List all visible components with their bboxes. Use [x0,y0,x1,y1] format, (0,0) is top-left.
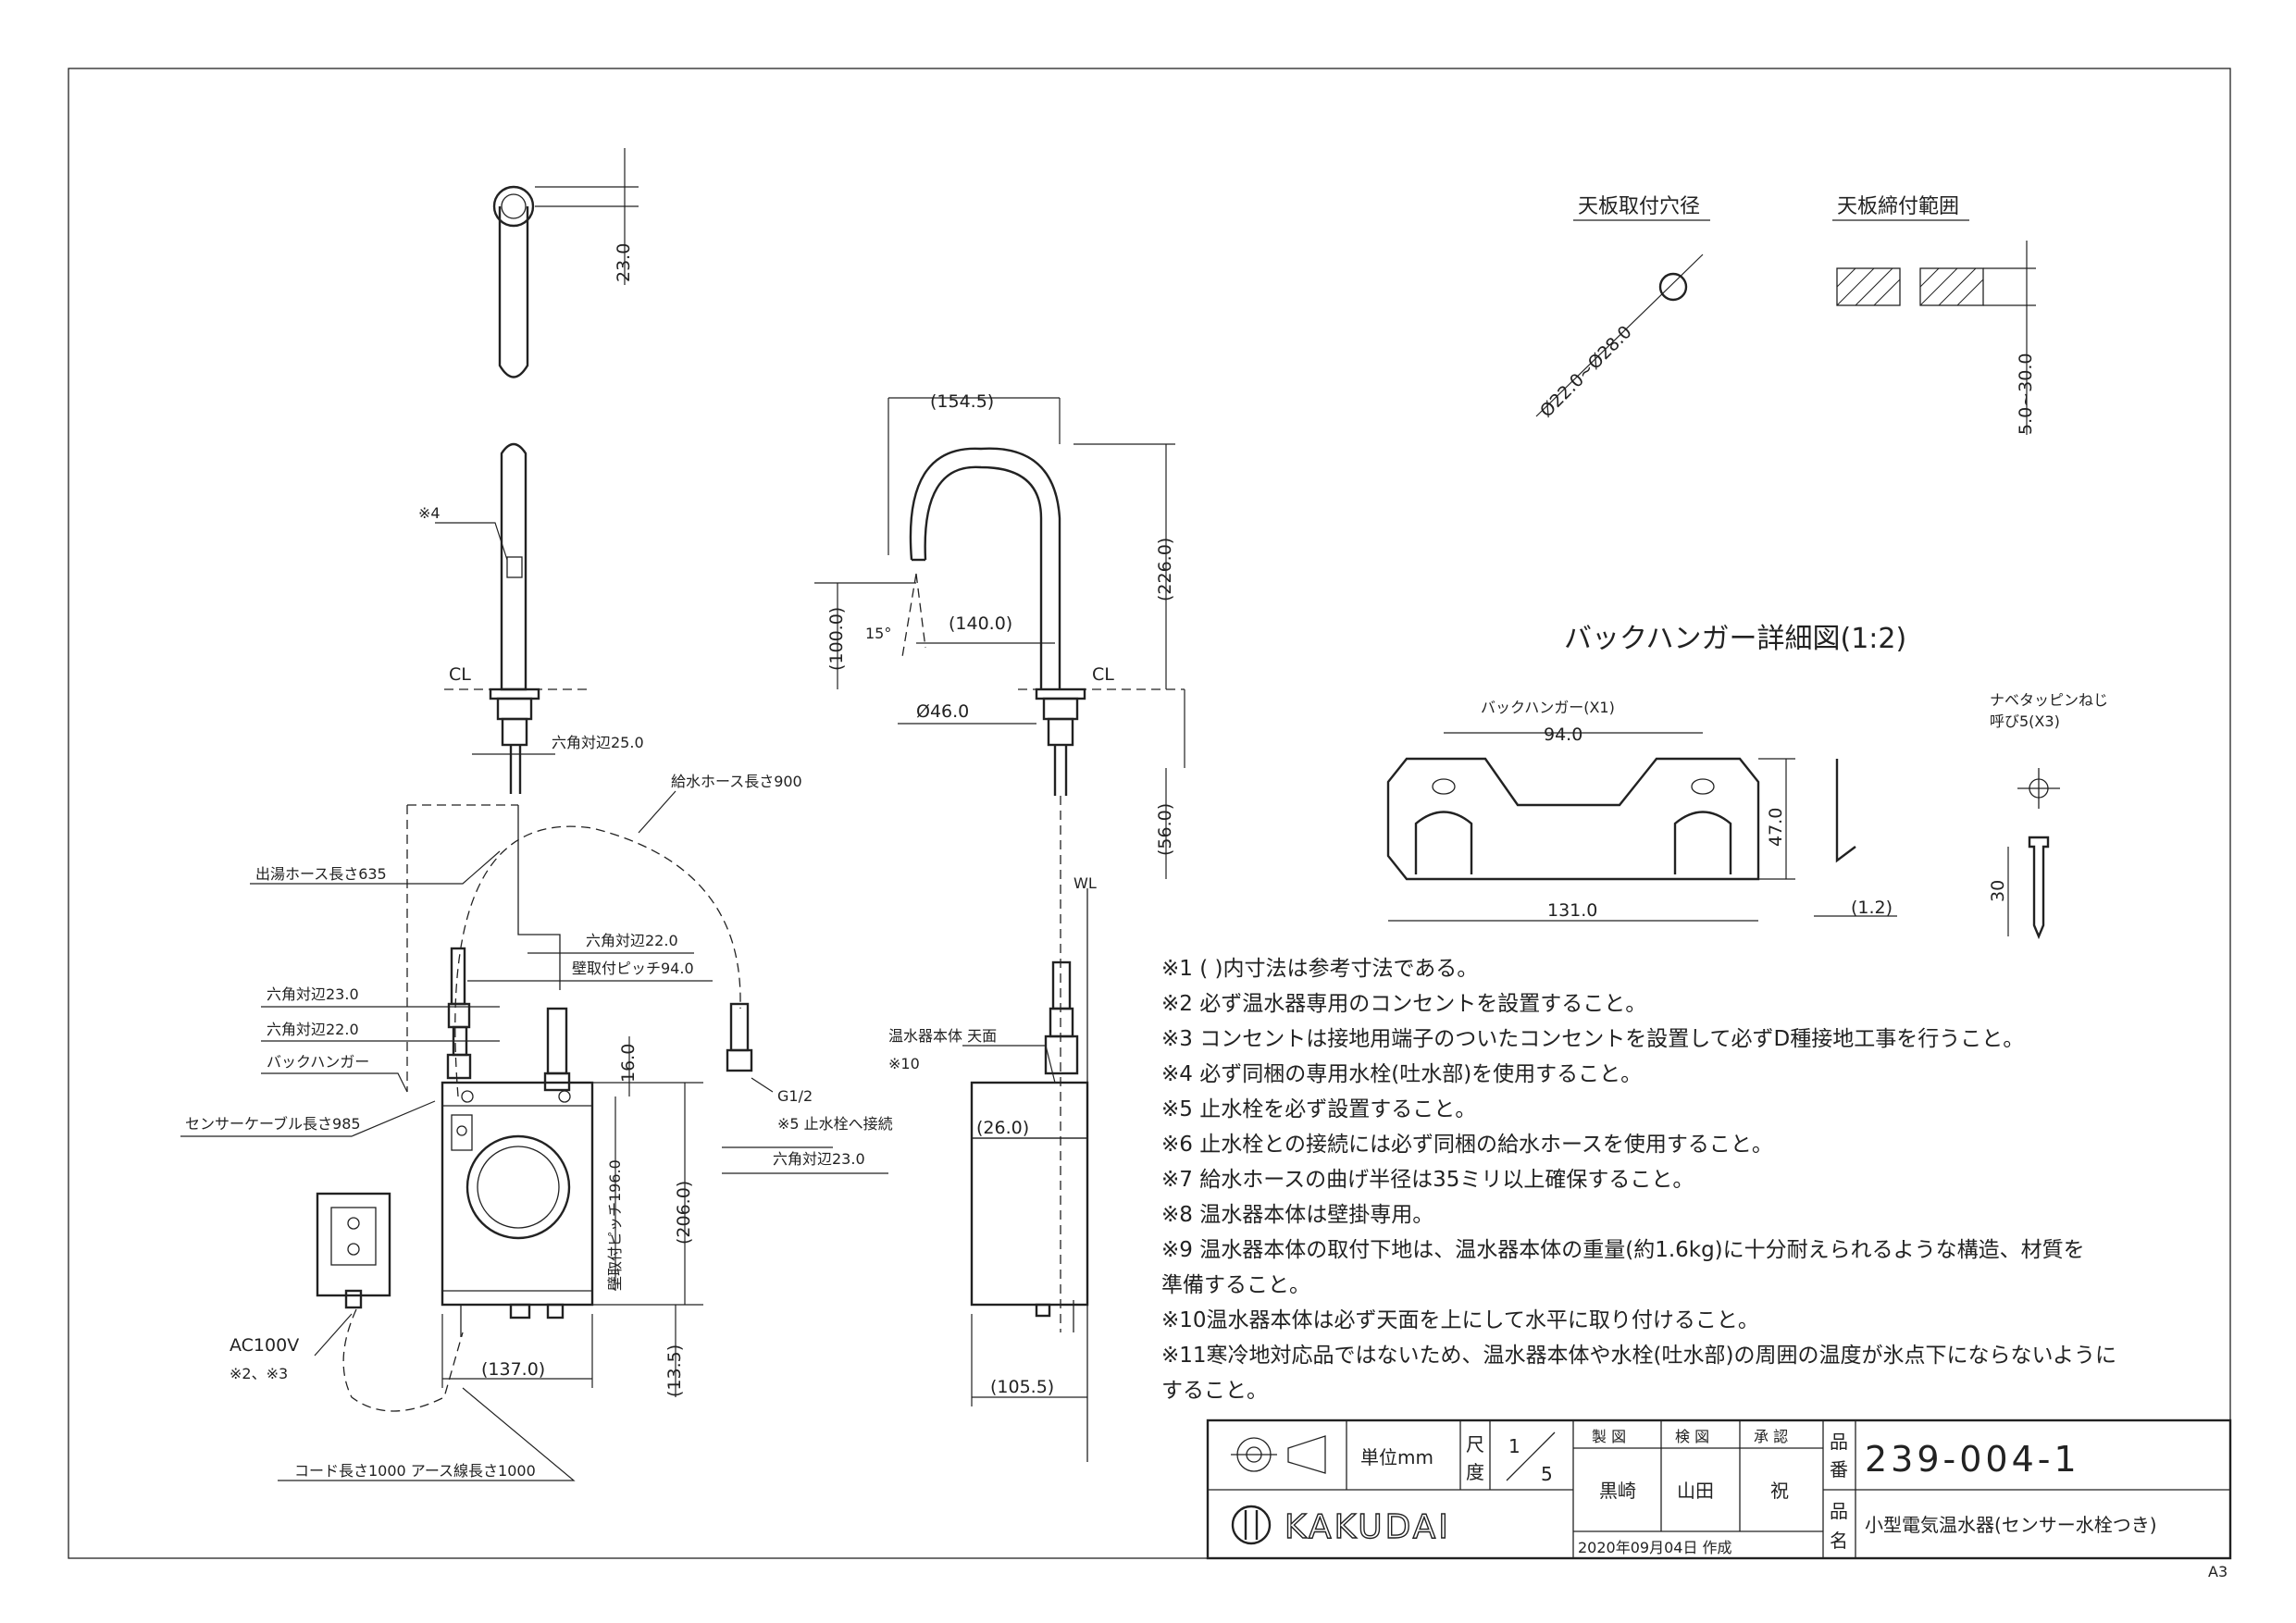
dim-226: (226.0) [1155,538,1175,601]
dim-140: (140.0) [949,613,1012,634]
screw-30: 30 [1988,880,2008,902]
note-9-cont: 準備すること。 [1161,1273,1310,1297]
hex-25-label: 六角対辺25.0 [552,734,644,751]
dim-13-5: (13.5) [664,1344,685,1397]
dim-206: (206.0) [674,1181,694,1245]
plate-dim: 5.0~30.0 [2016,353,2036,435]
note-8: ※8 温水器本体は壁掛専用。 [1161,1203,1433,1227]
hanger-title: バックハンガー詳細図(1:2) [1564,623,1906,655]
ac100v-label: AC100V [230,1335,299,1356]
dim-23: 23.0 [614,243,634,282]
hole-dim: Ø22.0~Ø28.0 [1536,322,1636,422]
faucet-front-view: ※4 CL 六角対辺25.0 給水ホース長さ900 出湯ホース長さ635 六角対… [180,442,893,1481]
g12-label: G1/2 [777,1087,813,1105]
note-5: ※5 止水栓を必ず設置すること。 [1161,1097,1476,1121]
checked-by: 山田 [1677,1480,1714,1502]
pitch-94-label: 壁取付ピッチ94.0 [572,960,694,977]
part-name-label-1: 品 [1830,1500,1848,1522]
scale-label-1: 尺 [1466,1433,1484,1456]
dim-16: 16.0 [618,1044,639,1083]
back-hanger-label: バックハンガー [267,1053,369,1071]
cl-mark: CL [449,664,471,685]
note-3: ※3 コンセントは接地用端子のついたコンセントを設置して必ずD種接地工事を行うこ… [1161,1027,2024,1051]
sheet-border [68,68,2231,1559]
hex-23-right-label: 六角対辺23.0 [773,1150,865,1168]
scale-numerator: 1 [1508,1435,1520,1457]
part-no-label-1: 品 [1830,1431,1848,1453]
note-7: ※7 給水ホースの曲げ半径は35ミリ以上確保すること。 [1161,1168,1694,1192]
drawn-label: 製 図 [1592,1428,1626,1445]
note-9: ※9 温水器本体の取付下地は、温水器本体の重量(約1.6kg)に十分耐えられるよ… [1161,1238,2085,1262]
note-11-cont: すること。 [1161,1379,1268,1403]
title-block: 単位mm 尺 度 1 5 製 図 検 図 承 認 黒崎 山田 祝 2020年09… [1206,1419,2232,1560]
dim-56: (56.0) [1155,803,1175,856]
hanger-131: 131.0 [1547,900,1597,921]
note-4: ※4 必ず同梱の専用水栓(吐水部)を使用すること。 [1161,1062,1642,1086]
hanger-94: 94.0 [1544,725,1582,745]
dim-137: (137.0) [481,1359,545,1380]
faucet-side-view: (154.5) (226.0) (100.0) (140.0) 15° CL (… [814,391,1185,1462]
hex-23-left-label: 六角対辺23.0 [267,985,359,1003]
note-2: ※2 必ず温水器専用のコンセントを設置すること。 [1161,992,1646,1016]
note-10: ※10温水器本体は必ず天面を上にして水平に取り付けること。 [1161,1308,1759,1332]
note-ref-4: ※4 [418,504,441,522]
part-no-label-2: 番 [1830,1458,1848,1481]
note-10-label: ※10 [888,1055,920,1072]
note-5-label: ※5 止水栓へ接続 [777,1115,893,1133]
note-11: ※11寒冷地対応品ではないため、温水器本体や水栓(吐水部)の周囲の温度が氷点下に… [1161,1344,2116,1368]
hanger-plate [1386,757,1760,881]
power-outlet [316,1192,391,1297]
sensor-cable-label: センサーケーブル長さ985 [185,1115,361,1133]
checked-label: 検 図 [1675,1428,1709,1445]
logo-text: KAKUDAI [1285,1508,1451,1546]
heater-body-side [970,1081,1089,1307]
screw-spec: 呼び5(X3) [1990,712,2060,730]
hex-22-left-label: 六角対辺22.0 [267,1021,359,1038]
part-number: 239-004-1 [1865,1439,2080,1480]
drawn-by: 黒崎 [1599,1480,1636,1502]
dim-154-5: (154.5) [930,391,994,412]
outlet-hose-label: 出湯ホース長さ635 [255,865,387,883]
dim-26: (26.0) [976,1118,1029,1138]
part-name: 小型電気温水器(センサー水栓つき) [1865,1514,2157,1536]
mounting-hole-detail: 天板取付穴径 Ø22.0~Ø28.0 [1535,195,1710,422]
hole-title: 天板取付穴径 [1578,195,1700,218]
wl-mark: WL [1074,874,1097,892]
dim-105-5: (105.5) [990,1377,1054,1397]
angle-15: 15° [865,625,891,642]
unit-label: 単位mm [1360,1446,1433,1468]
side-cl-mark: CL [1092,664,1114,685]
screw-label: ナベタッピンねじ [1990,691,2108,709]
dim-100: (100.0) [826,607,847,671]
approved-label: 承 認 [1754,1428,1788,1445]
hex-22-top-label: 六角対辺22.0 [586,932,678,949]
note-6: ※6 止水栓との接続には必ず同梱の給水ホースを使用すること。 [1161,1133,1773,1157]
tapping-screw [2028,836,2050,940]
date-label: 2020年09月04日 作成 [1578,1539,1732,1556]
scale-label-2: 度 [1466,1461,1484,1483]
part-name-label-2: 名 [1830,1530,1848,1552]
paper-size: A3 [2208,1563,2228,1580]
countertop-range-detail: 天板締付範囲 5.0~30.0 [1832,195,2036,435]
heater-top-label: 温水器本体 天面 [888,1027,997,1045]
plate-title: 天板締付範囲 [1837,195,1959,218]
ac-note-label: ※2、※3 [230,1365,288,1382]
dim-46: Ø46.0 [916,701,969,722]
faucet-top-view: 23.0 [492,148,639,378]
notes-block: ※1 ( )内寸法は参考寸法である。 ※2 必ず温水器専用のコンセントを設置する… [1161,957,2116,1403]
note-1: ※1 ( )内寸法は参考寸法である。 [1161,957,1478,981]
kakudai-logo: KAKUDAI [1231,1505,1451,1547]
dim-196: 壁取付ピッチ196.0 [606,1159,624,1291]
hanger-1-2: (1.2) [1851,898,1893,918]
scale-denominator: 5 [1541,1463,1553,1485]
hanger-label: バックハンガー(X1) [1481,699,1615,716]
back-hanger-detail: バックハンガー詳細図(1:2) バックハンガー(X1) 94.0 47.0 13… [1386,623,2108,940]
supply-hose-label: 給水ホース長さ900 [671,773,802,790]
projection-symbol [1231,1435,1326,1474]
approved-by: 祝 [1770,1480,1789,1502]
cord-label: コード長さ1000 アース線長さ1000 [294,1462,536,1480]
hanger-47: 47.0 [1766,808,1786,847]
